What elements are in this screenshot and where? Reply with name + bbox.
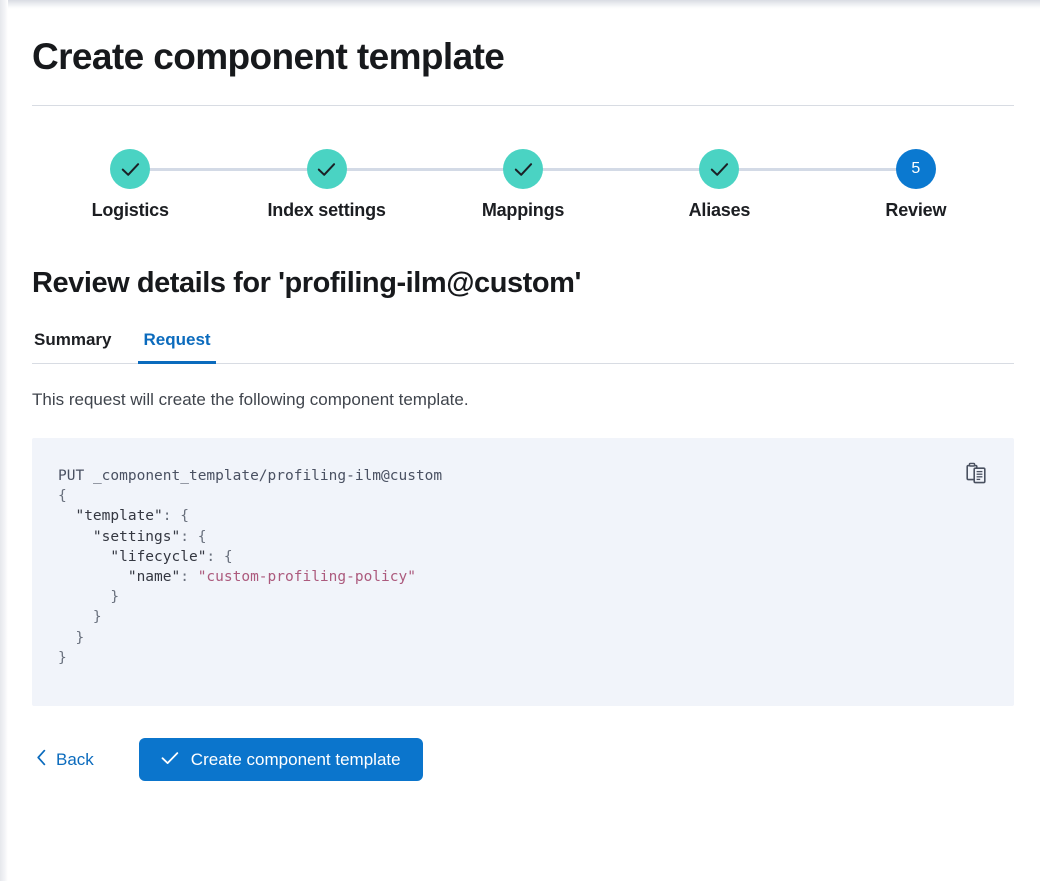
create-component-template-button-label: Create component template bbox=[190, 750, 401, 770]
stepper-step-circle-row bbox=[228, 149, 524, 190]
stepper-step-circle-row bbox=[425, 149, 720, 190]
stepper-step-index-settings[interactable]: Index settings bbox=[228, 149, 524, 221]
stepper-step-logistics[interactable]: Logistics bbox=[32, 149, 327, 221]
check-icon bbox=[710, 162, 729, 177]
page-content: Create component template Logistics Index… bbox=[8, 9, 1040, 881]
stepper-connector bbox=[523, 167, 720, 171]
stepper-step-number: 5 bbox=[911, 160, 921, 178]
back-button[interactable]: Back bbox=[32, 743, 98, 777]
header-divider bbox=[32, 105, 1014, 107]
stepper-step-circle-row: 5 bbox=[818, 149, 1014, 190]
request-description: This request will create the following c… bbox=[32, 390, 469, 410]
request-code-text: PUT _component_template/profiling-ilm@cu… bbox=[58, 468, 443, 666]
stepper-step-circle bbox=[503, 149, 544, 190]
check-icon bbox=[317, 162, 336, 177]
wizard-actions: Back Create component template bbox=[32, 738, 1021, 782]
page-left-edge bbox=[0, 0, 8, 881]
page-title: Create component template bbox=[32, 36, 505, 77]
stepper-connector bbox=[719, 167, 916, 171]
review-tabs: Summary Request bbox=[32, 330, 1014, 365]
tab-summary[interactable]: Summary bbox=[32, 330, 113, 363]
stepper-step-mappings[interactable]: Mappings bbox=[425, 149, 720, 221]
request-code-block: PUT _component_template/profiling-ilm@cu… bbox=[32, 438, 1014, 707]
stepper-step-circle bbox=[699, 149, 740, 190]
review-section-title: Review details for 'profiling-ilm@custom… bbox=[32, 267, 581, 300]
stepper-step-circle-row bbox=[621, 149, 916, 190]
back-button-label: Back bbox=[56, 749, 94, 769]
page-top-shadow bbox=[0, 0, 1040, 9]
stepper-step-circle bbox=[110, 149, 151, 190]
tab-request[interactable]: Request bbox=[138, 330, 216, 365]
stepper-step-label: Mappings bbox=[481, 200, 565, 221]
copy-clipboard-icon bbox=[965, 462, 987, 487]
check-icon bbox=[121, 162, 140, 177]
stepper-connector bbox=[326, 167, 524, 171]
stepper-connector bbox=[130, 167, 327, 171]
stepper-step-label: Review bbox=[885, 200, 947, 221]
stepper-step-circle-row bbox=[32, 149, 327, 190]
chevron-left-icon bbox=[36, 749, 47, 771]
stepper-step-circle bbox=[306, 149, 347, 190]
create-component-template-button[interactable]: Create component template bbox=[138, 738, 423, 782]
stepper-step-label: Logistics bbox=[91, 200, 169, 221]
stepper-step-label: Index settings bbox=[267, 200, 386, 221]
copy-request-button[interactable] bbox=[962, 460, 990, 488]
stepper-step-label: Aliases bbox=[688, 200, 751, 221]
stepper-step-circle: 5 bbox=[895, 149, 936, 190]
stepper-step-aliases[interactable]: Aliases bbox=[621, 149, 916, 221]
check-icon bbox=[514, 162, 533, 177]
check-icon bbox=[161, 751, 179, 768]
